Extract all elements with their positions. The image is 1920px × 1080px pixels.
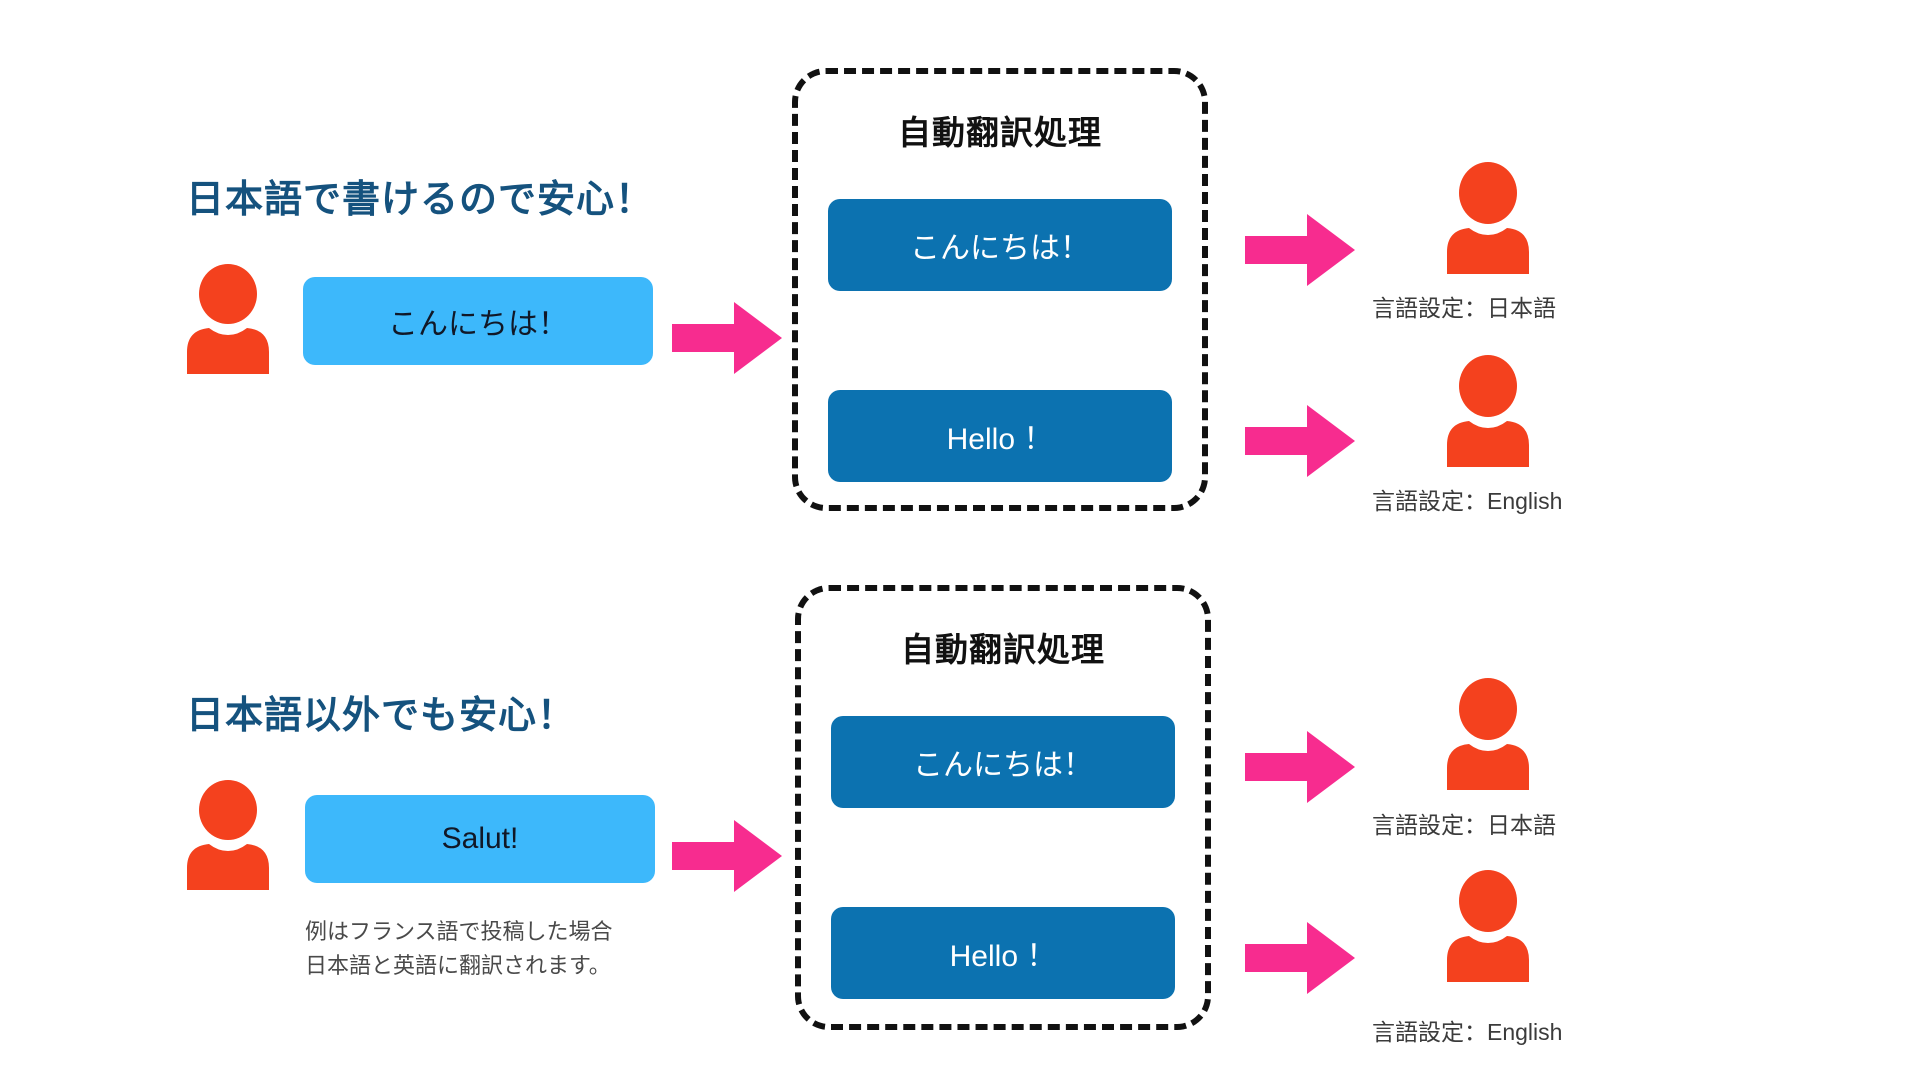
arrow-right-icon-bottom-out-1 [1245,920,1355,996]
process-message-top-1[interactable]: Hello ！ [828,390,1172,482]
arrow-right-icon-top-out-0 [1245,212,1355,288]
recipient-avatar-bottom-1 [1442,870,1534,982]
recipient-caption-bottom-0: 言語設定：日本語 [1372,812,1556,838]
process-box-bottom: 自動翻訳処理 [795,585,1211,1030]
process-message-bottom-1[interactable]: Hello ！ [831,907,1175,999]
author-avatar-bottom [182,780,274,890]
arrow-right-icon-top-out-1 [1245,403,1355,479]
arrow-right-icon-top-in [672,300,782,376]
process-box-top: 自動翻訳処理 [792,68,1208,511]
recipient-avatar-bottom-0 [1442,678,1534,790]
arrow-right-icon-bottom-out-0 [1245,729,1355,805]
recipient-avatar-top-0 [1442,162,1534,274]
author-avatar-top [182,264,274,374]
process-message-top-0-text: こんにちは！ [910,232,1090,265]
recipient-avatar-top-1 [1442,355,1534,467]
section-heading-bottom: 日本語以外でも安心！ [186,695,577,737]
author-note-bottom: 例はフランス語で投稿した場合 日本語と英語に翻訳されます。 [305,919,613,979]
recipient-caption-bottom-1: 言語設定：English [1372,1019,1563,1045]
process-message-top-1-text: Hello ！ [946,423,1054,456]
process-title-top: 自動翻訳処理 [898,114,1102,151]
recipient-caption-top-1: 言語設定：English [1372,488,1563,514]
process-message-bottom-0-text: こんにちは！ [913,749,1093,782]
section-heading-top: 日本語で書けるので安心！ [186,179,655,221]
author-bubble-top[interactable]: こんにちは！ [303,277,653,365]
process-message-top-0[interactable]: こんにちは！ [828,199,1172,291]
author-bubble-top-text: こんにちは！ [388,308,568,341]
process-title-bottom: 自動翻訳処理 [901,631,1105,668]
arrow-right-icon-bottom-in [672,818,782,894]
author-bubble-bottom[interactable]: Salut! [305,795,655,883]
author-bubble-bottom-text: Salut! [441,822,519,855]
process-message-bottom-0[interactable]: こんにちは！ [831,716,1175,808]
recipient-caption-top-0: 言語設定：日本語 [1372,295,1556,321]
process-message-bottom-1-text: Hello ！ [949,940,1057,973]
